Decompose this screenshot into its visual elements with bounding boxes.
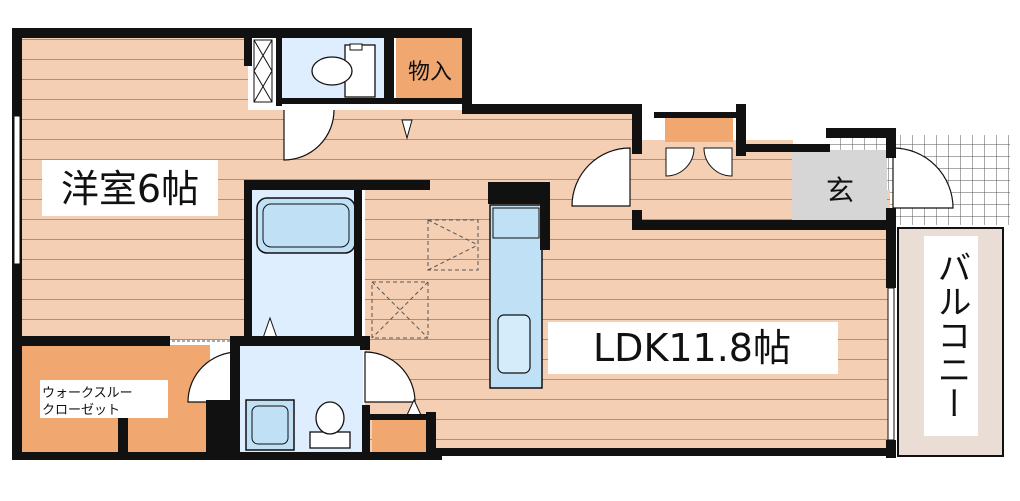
door-swing-shoe-left — [665, 147, 695, 177]
door-swing-shoe-right — [703, 147, 733, 177]
marker-storage — [401, 119, 413, 140]
closet-label-line2: クローゼット — [42, 403, 120, 418]
western-room-label: 洋室6帖 — [61, 167, 199, 211]
shoe-closet — [665, 118, 733, 142]
closet-door-western — [253, 39, 273, 103]
storage-floor — [396, 36, 464, 102]
door-swing-front — [892, 147, 954, 209]
fridge-space — [427, 219, 479, 271]
entrance-label: 玄 — [826, 174, 854, 207]
washer-space — [371, 281, 429, 339]
wc-bowl — [315, 401, 345, 435]
kitchen-range — [492, 207, 540, 239]
small-storage — [372, 418, 427, 453]
door-swing-entrance-hall — [571, 147, 631, 207]
entrance-floor — [792, 150, 887, 222]
toilet-bowl — [311, 56, 353, 86]
ldk-label: LDK11.8帖 — [593, 326, 791, 370]
washbasin — [245, 399, 295, 451]
closet-label-line1: ウォークスルー — [42, 386, 133, 401]
balcony-label: バルコニー — [931, 250, 971, 420]
kitchen-sink — [497, 314, 531, 374]
window-ldk-balcony — [887, 287, 895, 441]
door-swing-toilet — [283, 109, 335, 161]
bathtub — [256, 197, 356, 254]
storage-label: 物入 — [408, 60, 452, 85]
balcony-outline — [897, 227, 1004, 457]
window-western-room — [13, 115, 21, 265]
door-swing-washroom — [187, 351, 239, 403]
